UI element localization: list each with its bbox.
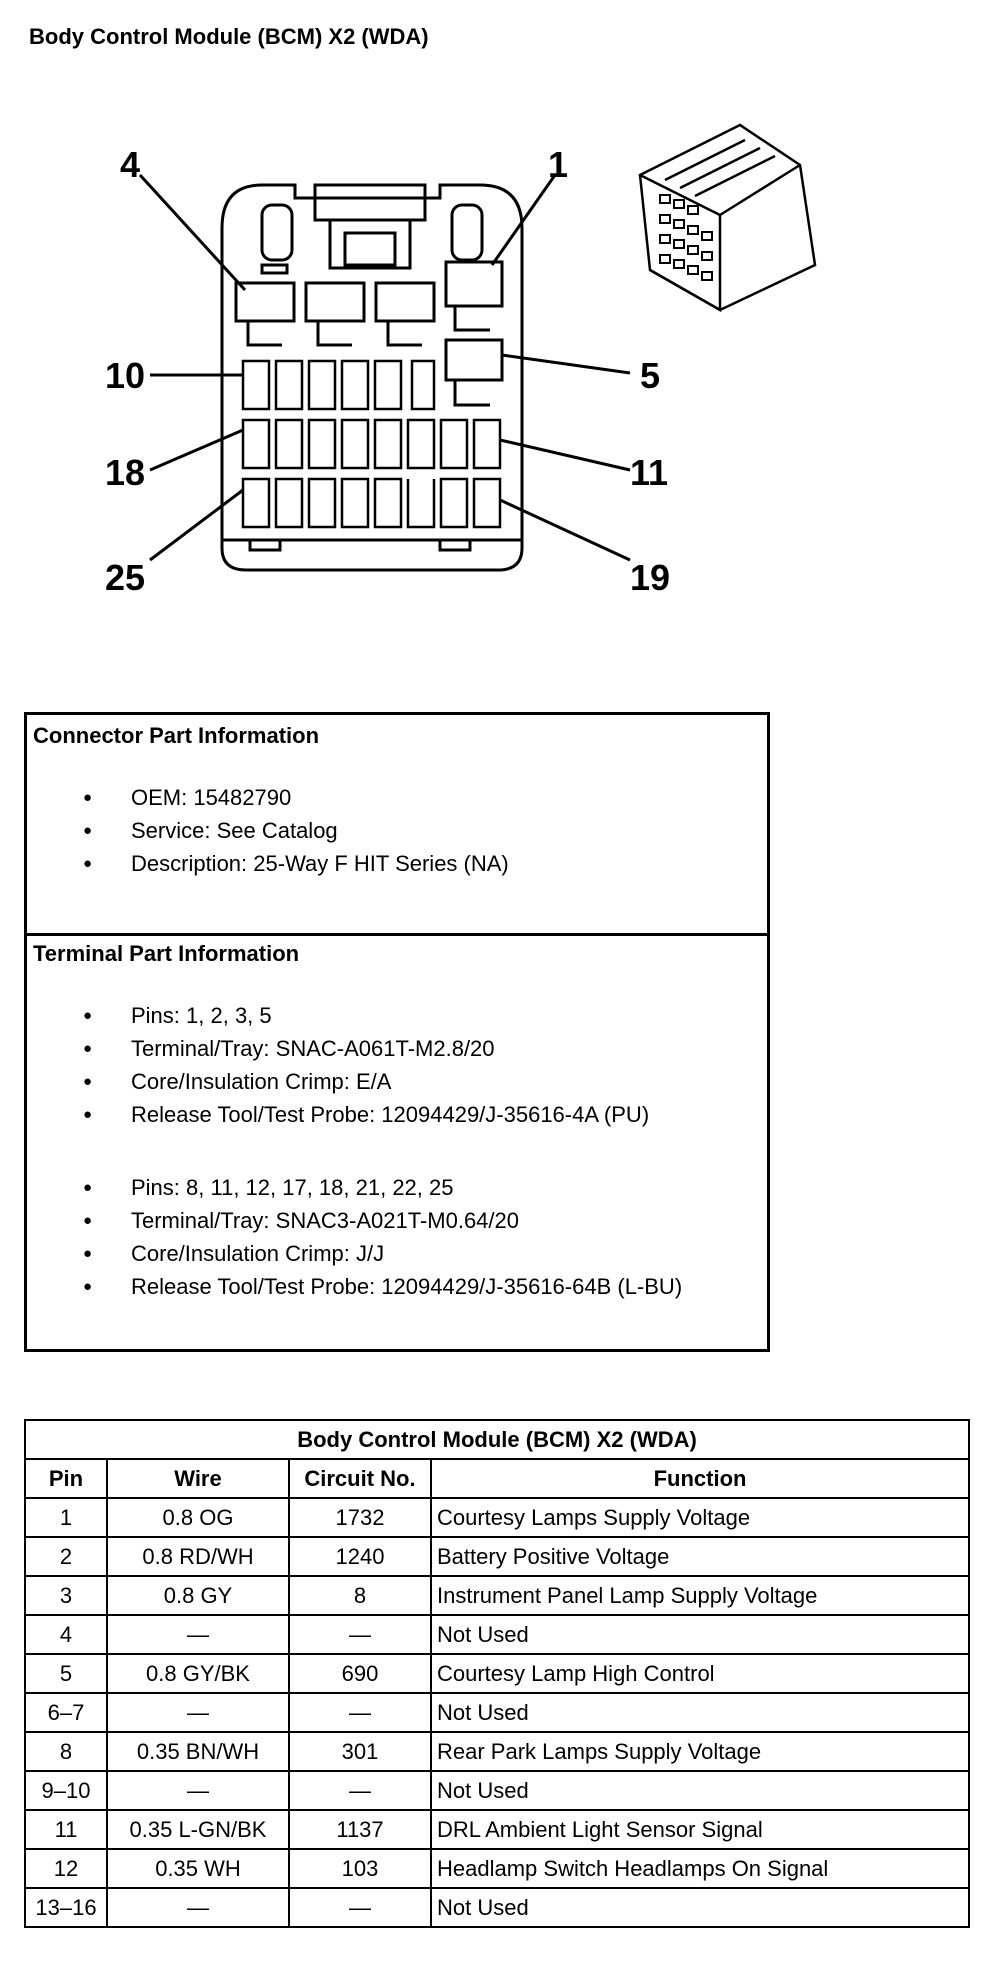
connector-latch [313,183,427,222]
wire-cell: 0.8 RD/WH [106,1536,290,1577]
pin-cell: 13–16 [24,1887,108,1928]
table-row: 9–10——Not Used [24,1770,971,1811]
circuit-cell: — [288,1692,432,1733]
circuit-cell: 301 [288,1731,432,1772]
pin-cell: 3 [24,1575,108,1616]
pin-label-4: 4 [120,144,140,185]
list-item: Pins: 1, 2, 3, 5 [27,999,649,1032]
function-cell: Rear Park Lamps Supply Voltage [429,1731,971,1772]
pin-label-5: 5 [640,355,660,396]
wire-cell: 0.35 L-GN/BK [106,1809,290,1850]
list-item: Release Tool/Test Probe: 12094429/J-3561… [27,1270,682,1303]
wire-cell: — [106,1887,290,1928]
pin-label-25: 25 [105,557,145,598]
table-row: 6–7——Not Used [24,1692,971,1733]
list-item: Pins: 8, 11, 12, 17, 18, 21, 22, 25 [27,1171,682,1204]
circuit-cell: 8 [288,1575,432,1616]
connector-info-section: Connector Part Information OEM: 15482790… [27,715,767,936]
pin-cell: 2 [24,1536,108,1577]
pin-cell: 4 [24,1614,108,1655]
page-title: Body Control Module (BCM) X2 (WDA) [29,24,429,49]
list-item: Core/Insulation Crimp: E/A [27,1065,649,1098]
wire-cell: 0.8 GY/BK [106,1653,290,1694]
terminal-info-heading: Terminal Part Information [33,941,300,966]
pin-table: Body Control Module (BCM) X2 (WDA) Pin W… [23,1419,971,1928]
pin-cell: 8 [24,1731,108,1772]
connector-diagram: 4 1 10 5 18 11 25 19 [105,123,817,598]
pin-label-11: 11 [630,452,668,493]
circuit-cell: 1240 [288,1536,432,1577]
connector-info-list: OEM: 15482790 Service: See Catalog Descr… [27,781,509,880]
function-cell: Not Used [429,1887,971,1928]
list-item: Service: See Catalog [27,814,509,847]
function-cell: Not Used [429,1692,971,1733]
function-cell: Not Used [429,1614,971,1655]
list-item: OEM: 15482790 [27,781,509,814]
function-cell: Headlamp Switch Headlamps On Signal [429,1848,971,1889]
column-header-wire: Wire [106,1458,290,1499]
list-item: Core/Insulation Crimp: J/J [27,1237,682,1270]
circuit-cell: 103 [288,1848,432,1889]
list-item: Description: 25-Way F HIT Series (NA) [27,847,509,880]
pin-label-19: 19 [630,557,670,598]
circuit-cell: 690 [288,1653,432,1694]
wire-cell: — [106,1614,290,1655]
function-cell: Instrument Panel Lamp Supply Voltage [429,1575,971,1616]
column-header-pin: Pin [24,1458,108,1499]
terminal-info-section: Terminal Part Information Pins: 1, 2, 3,… [27,933,767,1349]
function-cell: Courtesy Lamp High Control [429,1653,971,1694]
connector-housing [220,183,524,572]
circuit-cell: 1732 [288,1497,432,1538]
pin-cell: 11 [24,1809,108,1850]
wire-cell: 0.35 WH [106,1848,290,1889]
column-header-function: Function [429,1458,971,1499]
wire-cell: — [106,1770,290,1811]
column-header-circuit: Circuit No. [288,1458,432,1499]
list-item: Release Tool/Test Probe: 12094429/J-3561… [27,1098,649,1131]
circuit-cell: — [288,1614,432,1655]
function-cell: Courtesy Lamps Supply Voltage [429,1497,971,1538]
pin-label-10: 10 [105,355,145,396]
connector-3d-view [638,123,817,313]
part-info-box: Connector Part Information OEM: 15482790… [24,712,770,1352]
function-cell: DRL Ambient Light Sensor Signal [429,1809,971,1850]
pin-label-1: 1 [548,144,568,185]
list-item: Terminal/Tray: SNAC3-A021T-M0.64/20 [27,1204,682,1237]
pin-cell: 9–10 [24,1770,108,1811]
wire-cell: 0.35 BN/WH [106,1731,290,1772]
pin-label-18: 18 [105,452,145,493]
pin-cell: 12 [24,1848,108,1889]
wire-cell: 0.8 GY [106,1575,290,1616]
wire-cell: — [106,1692,290,1733]
function-cell: Not Used [429,1770,971,1811]
table-row: 13–16——Not Used [24,1887,971,1928]
pin-cell: 5 [24,1653,108,1694]
terminal-info-list-2: Pins: 8, 11, 12, 17, 18, 21, 22, 25 Term… [27,1171,682,1303]
circuit-cell: 1137 [288,1809,432,1850]
table-row: 4——Not Used [24,1614,971,1655]
function-cell: Battery Positive Voltage [429,1536,971,1577]
circuit-cell: — [288,1887,432,1928]
wire-cell: 0.8 OG [106,1497,290,1538]
pin-cell: 6–7 [24,1692,108,1733]
table-caption: Body Control Module (BCM) X2 (WDA) [23,1419,971,1460]
pin-cell: 1 [24,1497,108,1538]
list-item: Terminal/Tray: SNAC-A061T-M2.8/20 [27,1032,649,1065]
circuit-cell: — [288,1770,432,1811]
connector-info-heading: Connector Part Information [33,723,320,748]
terminal-info-list-1: Pins: 1, 2, 3, 5 Terminal/Tray: SNAC-A06… [27,999,649,1131]
